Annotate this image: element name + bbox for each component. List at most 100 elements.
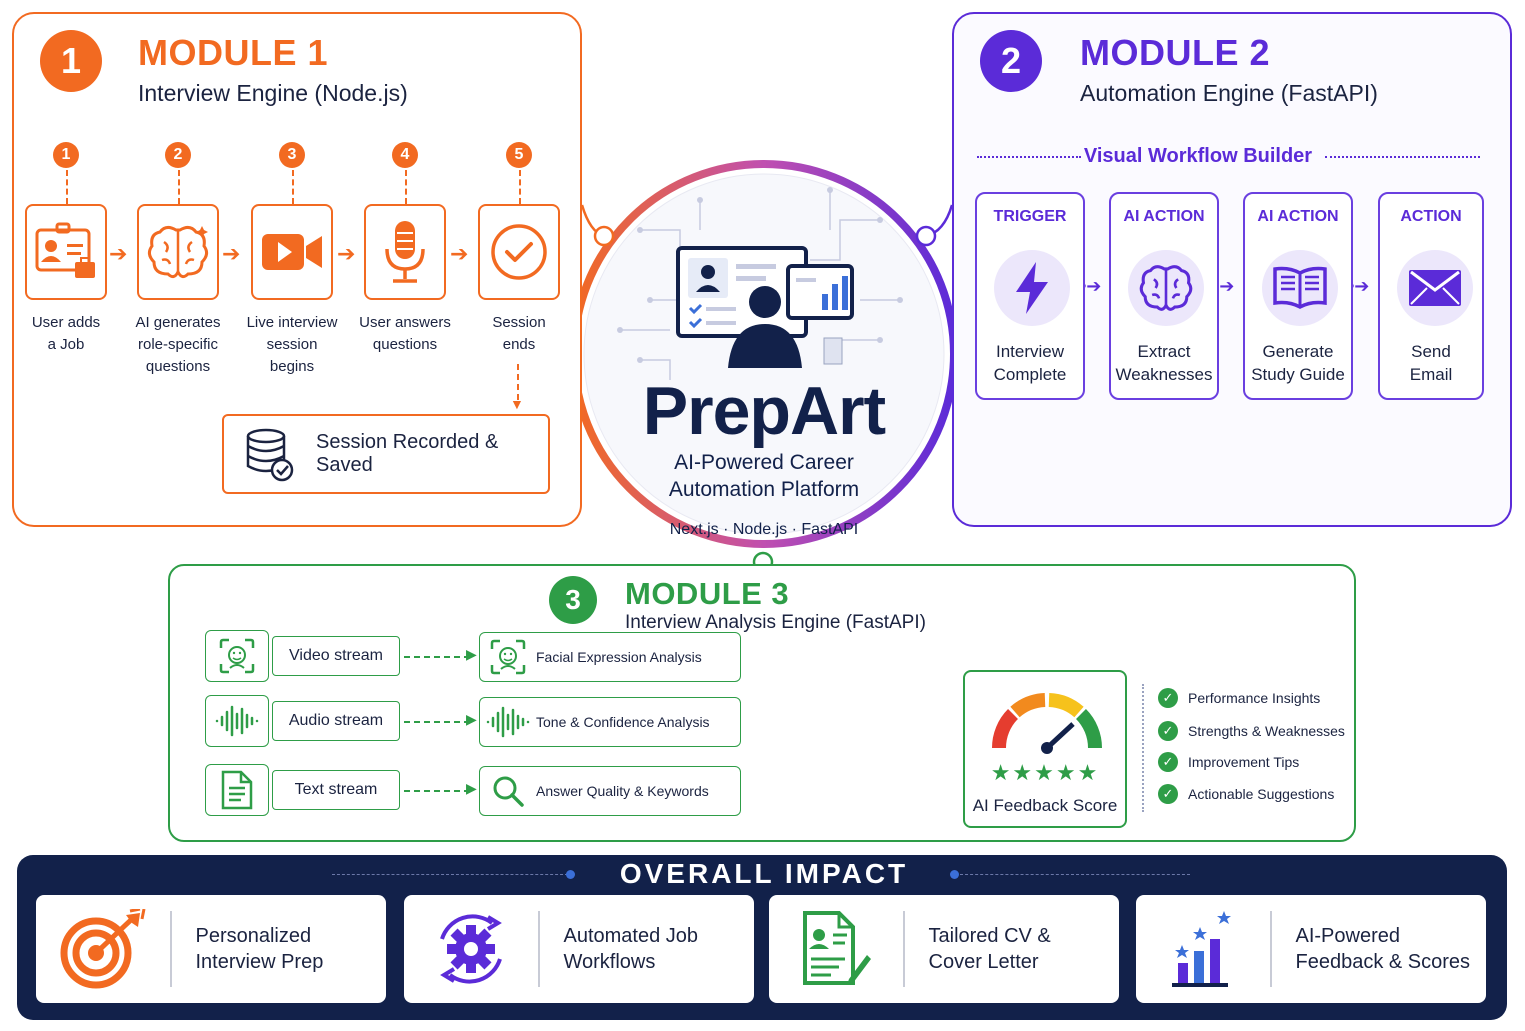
- step-card: [364, 204, 446, 300]
- step-card: [137, 204, 219, 300]
- step-label: Live interview session begins: [233, 312, 351, 378]
- workflow-icon-circle: [994, 250, 1070, 326]
- stream-connector: [404, 656, 470, 658]
- bar-chart-stars-icon: [1136, 909, 1270, 989]
- analysis-box: Tone & Confidence Analysis: [479, 697, 741, 747]
- impact-card-separator: [170, 911, 172, 987]
- stream-icon-box: [205, 630, 269, 682]
- step-connector: [292, 170, 294, 204]
- step-label-line: ends: [502, 336, 536, 353]
- arrow-right-icon: ▶: [466, 711, 477, 727]
- step-card: [478, 204, 560, 300]
- step-arrow: ➔: [222, 241, 241, 266]
- step-connector: [178, 170, 180, 204]
- workflow-card-type: TRIGGER: [993, 208, 1067, 225]
- score-card: ★★★★★ AI Feedback Score: [963, 670, 1127, 828]
- id-card-icon: [33, 222, 99, 282]
- impact-card-separator: [538, 911, 540, 987]
- session-saved-label: Session Recorded & Saved: [316, 431, 499, 476]
- step-number-badge: 2: [165, 142, 191, 168]
- outcome-item: Actionable Suggestions: [1188, 786, 1335, 802]
- step-connector: [519, 170, 521, 204]
- outcome-item: Strengths & Weaknesses: [1188, 723, 1345, 739]
- step-label-line: User answers: [359, 314, 451, 331]
- step-connector: [405, 170, 407, 204]
- workflow-card-label-line: Weaknesses: [1115, 365, 1213, 384]
- module-1-title: MODULE 1: [138, 32, 329, 73]
- check-circle-icon: [489, 222, 549, 282]
- waveform-icon: [215, 704, 259, 738]
- impact-dot-right: [950, 870, 959, 879]
- step-label-line: session: [266, 336, 318, 353]
- workflow-icon-circle: [1128, 250, 1204, 326]
- impact-card-label-line: Cover Letter: [928, 951, 1039, 973]
- envelope-icon: [1407, 268, 1463, 308]
- step-number-badge: 5: [506, 142, 532, 168]
- session-saved-box: Session Recorded & Saved: [222, 414, 550, 494]
- hub-illustration: [676, 244, 856, 379]
- hub-name: PrepArt: [642, 373, 886, 449]
- database-check-icon: [244, 426, 296, 482]
- workflow-icon-circle: [1397, 250, 1473, 326]
- stream-icon-box: [205, 764, 269, 816]
- impact-card-label: Tailored CV & Cover Letter: [929, 923, 1051, 975]
- lightning-icon: [1012, 260, 1052, 316]
- analysis-label: Tone & Confidence Analysis: [536, 714, 710, 730]
- step-label-line: questions: [145, 358, 211, 375]
- builder-divider-left: [977, 156, 1081, 158]
- outcome-divider: [1142, 684, 1144, 812]
- video-camera-icon: [260, 228, 324, 276]
- stream-label: Video stream: [272, 636, 400, 676]
- arrow-right-icon: ▶: [466, 646, 477, 662]
- check-icon: ✓: [1158, 688, 1178, 708]
- impact-card-label-line: Tailored CV &: [928, 925, 1051, 947]
- module-2-subtitle: Automation Engine (FastAPI): [1080, 80, 1378, 106]
- brain-icon: [1138, 262, 1194, 314]
- brain-icon: [146, 222, 210, 282]
- waveform-icon: [480, 705, 536, 739]
- impact-title: OVERALL IMPACT: [619, 858, 909, 889]
- impact-card-separator: [903, 911, 905, 987]
- module-2-badge: 2: [980, 30, 1042, 92]
- step-connector: [66, 170, 68, 204]
- cv-icon: [769, 909, 903, 989]
- check-icon: ✓: [1158, 752, 1178, 772]
- workflow-card-label-line: Interview: [995, 342, 1065, 361]
- analysis-label: Facial Expression Analysis: [536, 649, 702, 665]
- stream-connector: [404, 721, 470, 723]
- impact-card-label-line: Feedback & Scores: [1295, 951, 1471, 973]
- stream-connector: [404, 790, 470, 792]
- target-icon: [36, 909, 170, 989]
- step-number-badge: 3: [279, 142, 305, 168]
- document-icon: [221, 770, 253, 810]
- step-label-line: Live interview: [246, 314, 338, 331]
- hub-tagline-2: Automation Platform: [668, 478, 860, 501]
- outcome-item: Performance Insights: [1188, 690, 1321, 706]
- gear-cycle-icon: [404, 909, 538, 989]
- workflow-card-label-line: Email: [1409, 365, 1453, 384]
- module-3-badge: 3: [549, 576, 597, 624]
- workflow-card-type: AI ACTION: [1257, 208, 1339, 225]
- step-label-line: AI generates: [135, 314, 221, 331]
- workflow-card-label-line: Send: [1411, 342, 1451, 361]
- outcome-item: Improvement Tips: [1188, 754, 1300, 770]
- module-3-title: MODULE 3: [625, 576, 790, 611]
- builder-label: Visual Workflow Builder: [1083, 145, 1313, 167]
- workflow-card-label-line: Generate: [1262, 342, 1334, 361]
- module-2-title: MODULE 2: [1080, 32, 1271, 73]
- step-label-line: begins: [269, 358, 315, 375]
- arrow-right-icon: ▶: [466, 780, 477, 796]
- impact-divider-right: [960, 874, 1190, 875]
- impact-card-label-line: Automated Job: [563, 925, 699, 947]
